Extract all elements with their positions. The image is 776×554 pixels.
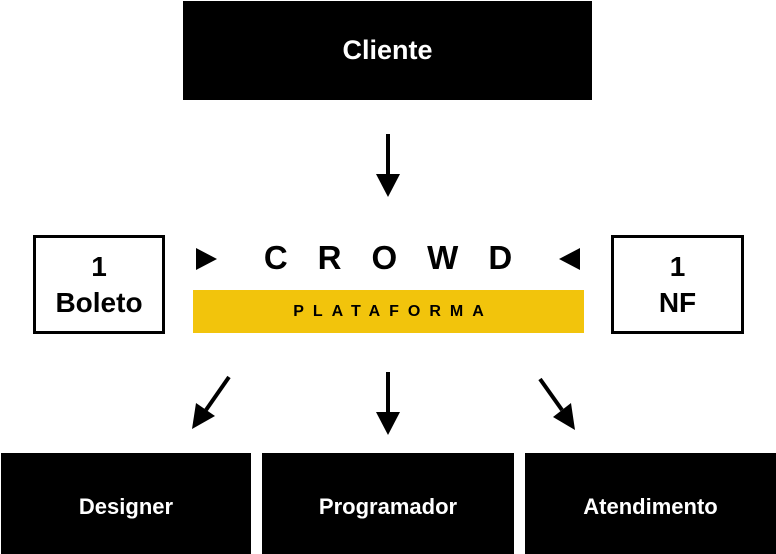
boleto-label: Boleto [55, 286, 143, 318]
pointer-right-icon [196, 248, 217, 270]
programador-label: Programador [318, 493, 458, 519]
boleto-count: 1 [91, 250, 107, 282]
designer-label: Designer [78, 493, 174, 519]
nf-count: 1 [669, 250, 686, 282]
boleto-node: 1 Boleto [33, 235, 165, 334]
plataforma-band: PLATAFORMA [193, 290, 584, 333]
atendimento-node: Atendimento [525, 453, 776, 554]
programador-node: Programador [262, 453, 514, 554]
arrow-crowd-to-designer [192, 375, 231, 429]
arrow-cliente-to-crowd [376, 134, 400, 197]
nf-node: 1 NF [611, 235, 744, 334]
arrow-crowd-to-programador [376, 372, 400, 435]
cliente-label: Cliente [342, 35, 433, 65]
designer-node: Designer [1, 453, 251, 554]
crowd-title: CROWD [263, 239, 543, 276]
plataforma-label: PLATAFORMA [293, 302, 493, 320]
nf-label: NF [658, 286, 697, 318]
pointer-left-icon [559, 248, 580, 270]
atendimento-label: Atendimento [583, 493, 718, 519]
arrow-crowd-to-atendimento [538, 377, 575, 430]
cliente-node: Cliente [183, 1, 592, 100]
